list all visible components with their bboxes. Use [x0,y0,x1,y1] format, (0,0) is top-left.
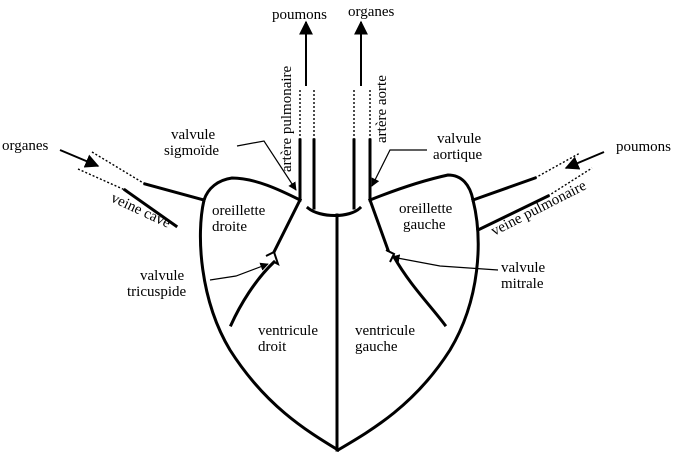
label-right-poumons: poumons [616,139,671,155]
label-valvule-sigmoide-2: sigmoïde [164,143,219,159]
label-valvule-sigmoide-1: valvule [171,127,215,143]
label-valvule-aortique-2: aortique [433,147,482,163]
artere-aorte-vessel [352,88,372,210]
label-valvule-aortique-1: valvule [437,131,481,147]
label-valvule-mitrale-2: mitrale [501,276,544,292]
arrow-from-organes [59,149,100,168]
flow-arrows [59,20,605,170]
label-ventricule-gauche-2: gauche [355,339,398,355]
label-top-organes: organes [348,4,395,20]
label-valvule-tricuspide-1: valvule [140,268,184,284]
artere-pulmonaire-vessel [298,88,316,210]
label-ventricule-gauche-1: ventricule [355,323,415,339]
label-valvule-tricuspide-2: tricuspide [127,284,186,300]
label-top-poumons: poumons [272,7,327,23]
label-oreillette-gauche-2: gauche [403,217,446,233]
heart-outline [198,173,480,453]
label-veine-cave: veine cave [108,190,173,232]
veine-pulmonaire-vessel [471,152,593,233]
label-artere-aorte: artère aorte [374,75,390,143]
label-valvule-mitrale-1: valvule [501,260,545,276]
leader-lines [209,140,499,281]
label-left-organes: organes [2,138,49,154]
label-ventricule-droit-2: droit [258,339,287,355]
label-oreillette-droite-2: droite [212,219,247,235]
label-veine-pulmonaire: veine pulmonaire [489,178,590,240]
label-artere-pulmonaire: artère pulmonaire [279,65,295,172]
label-ventricule-droit-1: ventricule [258,323,318,339]
label-oreillette-gauche-1: oreillette [399,201,453,217]
right-inner-walls [229,197,303,327]
arrow-from-poumons [564,151,605,170]
veine-cave-vessel [77,151,206,229]
label-oreillette-droite-1: oreillette [212,203,266,219]
